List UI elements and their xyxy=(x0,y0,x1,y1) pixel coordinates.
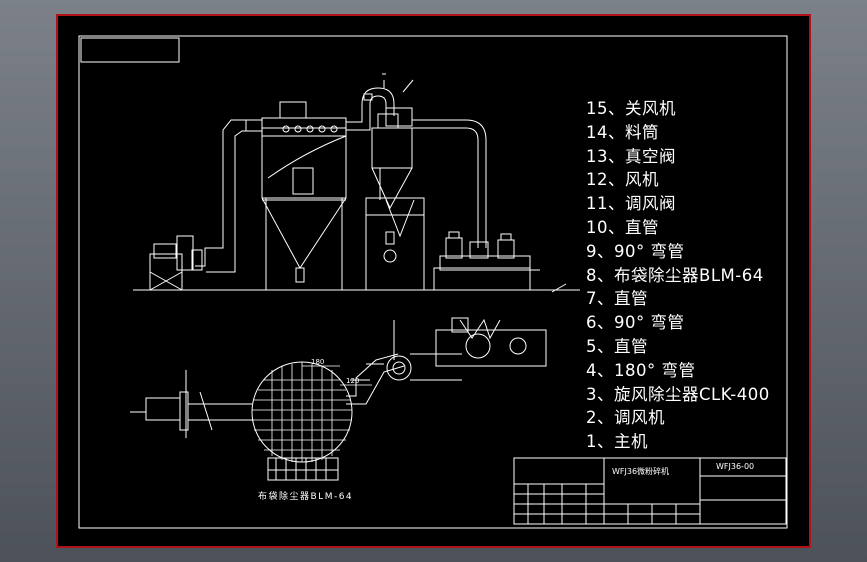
plan-view xyxy=(130,317,547,481)
parts-list-item: 2、调风机 xyxy=(586,408,665,428)
parts-list-item: 5、直管 xyxy=(586,336,648,356)
parts-list-item: 10、直管 xyxy=(586,217,659,237)
dimension-label: 180 xyxy=(311,358,324,366)
dimension-annotations: 180 120 xyxy=(311,358,359,385)
dimension-label: 120 xyxy=(346,377,359,385)
parts-list-item: 14、料筒 xyxy=(586,122,659,142)
parts-list-item: 9、90° 弯管 xyxy=(586,241,685,261)
title-block-drawing-number: WFJ36-00 xyxy=(716,462,755,471)
corner-title-box xyxy=(80,37,180,63)
parts-list-item: 13、真空阀 xyxy=(586,146,676,166)
title-block xyxy=(513,457,787,525)
elevation-view xyxy=(133,73,580,293)
parts-list: 15、关风机 14、料筒 13、真空阀 12、风机 11、调风阀 10、直管 9、90° 弯… xyxy=(586,97,801,454)
plan-view-label: 布袋除尘器BLM-64 xyxy=(258,492,354,502)
parts-list-item: 12、风机 xyxy=(586,170,659,190)
parts-list-item: 8、布袋除尘器BLM-64 xyxy=(586,265,764,285)
parts-list-item: 1、主机 xyxy=(586,432,648,452)
dimension-lines xyxy=(302,365,372,386)
parts-list-item: 11、调风阀 xyxy=(586,194,676,214)
title-block-drawing-name: WFJ36微粉碎机 xyxy=(612,467,670,476)
parts-list-item: 6、90° 弯管 xyxy=(586,313,685,333)
parts-list-item: 7、直管 xyxy=(586,289,648,309)
inner-frame xyxy=(78,35,788,529)
parts-list-item: 3、旋风除尘器CLK-400 xyxy=(586,384,770,404)
parts-list-item: 4、180° 弯管 xyxy=(586,360,696,380)
parts-list-item: 15、关风机 xyxy=(586,99,676,118)
